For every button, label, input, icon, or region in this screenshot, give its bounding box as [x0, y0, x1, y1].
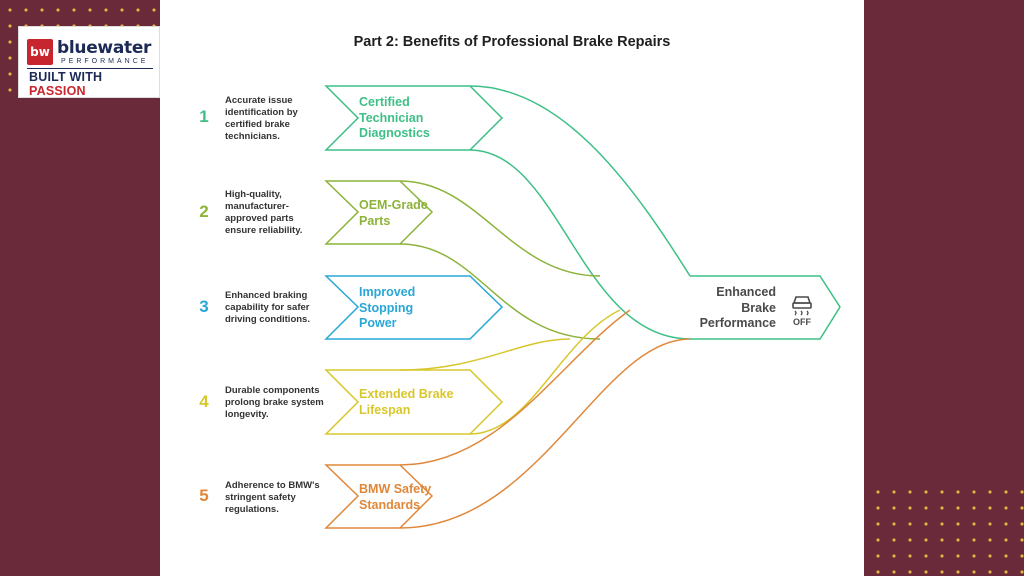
step-2-number: 2 — [199, 202, 209, 221]
step-5-connector-bottom — [399, 338, 691, 529]
step-3-description: Enhanced braking capability for safer dr… — [225, 290, 310, 325]
step-3-label: Improved Stopping Power — [359, 285, 416, 330]
step-1-number: 1 — [199, 107, 209, 126]
output-label: Enhanced Brake Performance — [699, 285, 776, 330]
step-4-connector-bottom — [469, 309, 621, 435]
step-5-number: 5 — [199, 486, 209, 505]
step-4-connector-top — [399, 338, 571, 371]
step-2-label: OEM-Grade Parts — [359, 198, 428, 228]
step-1-label: Certified Technician Diagnostics — [359, 95, 430, 140]
step-1-connector-top — [469, 85, 691, 277]
step-2-connector-top — [399, 180, 601, 277]
step-4-number: 4 — [199, 392, 209, 411]
step-5-label: BMW Safety Standards — [359, 482, 432, 512]
step-3-chevron — [324, 275, 504, 340]
step-1-connector-bottom — [469, 149, 691, 340]
brand-name: bluewater — [57, 38, 152, 58]
step-1-description: Accurate issue identification by certifi… — [225, 95, 298, 142]
page-title: Part 2: Benefits of Professional Brake R… — [353, 34, 671, 50]
brand-mark: bw — [27, 39, 53, 65]
step-5-connector-top — [399, 309, 631, 466]
brand-subtitle: PERFORMANCE — [61, 58, 149, 65]
brand-tagline: BUILT WITH PASSION — [29, 70, 159, 98]
step-4-label: Extended Brake Lifespan — [359, 387, 454, 417]
brand-tagline-accent: PASSION — [29, 84, 86, 98]
step-4-description: Durable components prolong brake system … — [225, 385, 324, 420]
brand-divider — [27, 68, 153, 69]
step-2-description: High-quality, manufacturer-approved part… — [225, 189, 303, 236]
traction-off-text: OFF — [793, 317, 811, 326]
output-arrow — [690, 275, 841, 340]
step-2-connector-bottom — [399, 243, 601, 340]
decorative-dots-bottom-right — [864, 480, 1024, 576]
step-3-number: 3 — [199, 297, 209, 316]
brand-tagline-plain: BUILT WITH — [29, 70, 103, 84]
step-5-description: Adherence to BMW's stringent safety regu… — [225, 480, 320, 515]
brand-logo: bw bluewater PERFORMANCE BUILT WITH PASS… — [18, 26, 160, 98]
traction-control-off-icon: OFF — [792, 296, 812, 326]
